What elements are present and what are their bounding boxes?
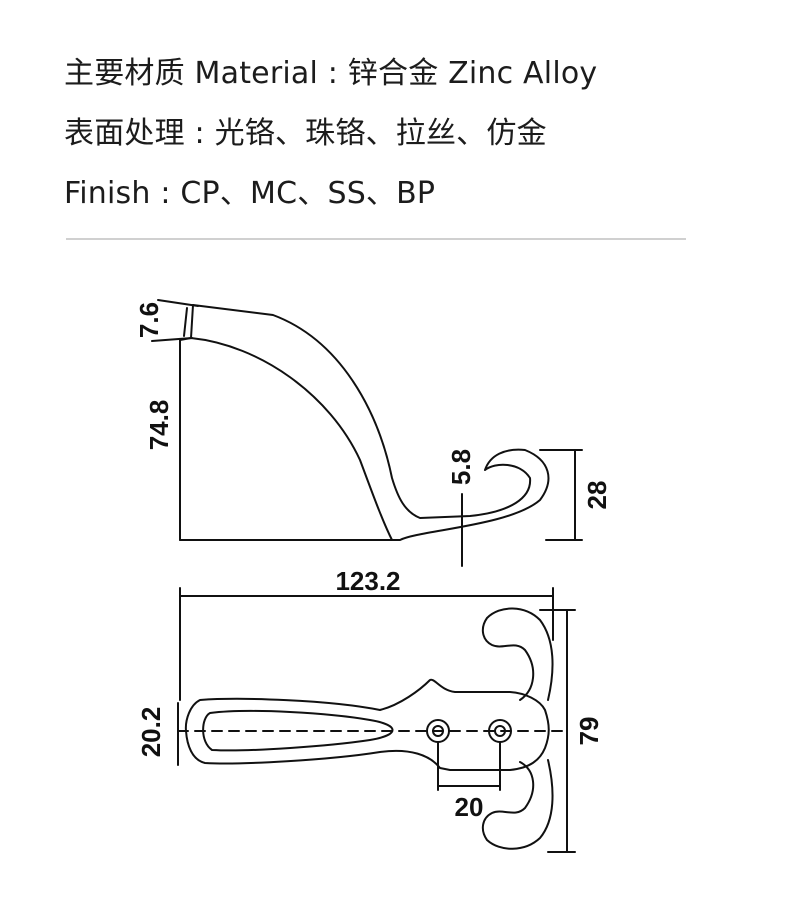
dim-label-total-length: 123.2 xyxy=(335,566,400,596)
top-view-outline xyxy=(184,678,550,771)
dim-label-base-width: 20.2 xyxy=(136,707,166,758)
divider xyxy=(66,238,686,240)
top-view-recess xyxy=(202,709,394,752)
top-view xyxy=(177,587,576,853)
side-view xyxy=(151,299,583,567)
dim-label-hook-thickness: 5.8 xyxy=(446,449,476,485)
finish-english-line: Finish : CP、MC、SS、BP xyxy=(64,176,436,211)
side-view-outline xyxy=(179,304,550,541)
finish-chinese-line: 表面处理 : 光铬、珠铬、拉丝、仿金 xyxy=(64,116,547,151)
dim-label-side-height: 74.8 xyxy=(144,400,174,451)
dim-label-hole-spacing: 20 xyxy=(455,792,484,822)
dim-label-total-width: 79 xyxy=(574,717,604,746)
upper-hook xyxy=(481,607,554,701)
ext-line-top xyxy=(157,299,199,307)
dim-label-top-thickness: 7.6 xyxy=(134,302,164,338)
dim-label-hook-height: 28 xyxy=(582,481,612,510)
side-view-inner-curve xyxy=(179,337,393,541)
ext-line-tip xyxy=(151,337,193,342)
side-view-tip xyxy=(190,304,194,339)
material-line: 主要材质 Material : 锌合金 Zinc Alloy xyxy=(64,56,598,91)
tip-dim-line xyxy=(183,307,188,337)
lower-hook xyxy=(481,759,554,850)
